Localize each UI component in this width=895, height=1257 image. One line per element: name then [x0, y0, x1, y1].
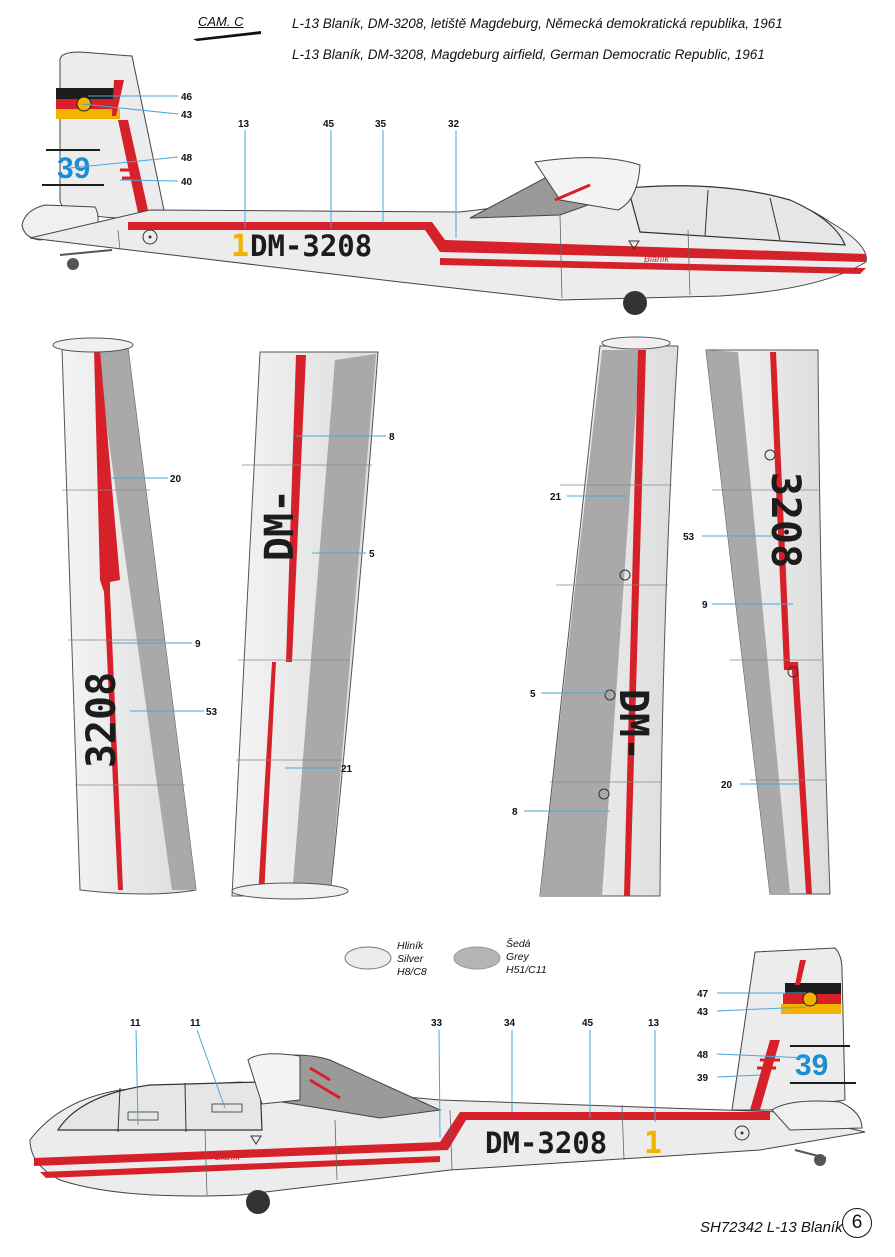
nose-logo-top: Blaník: [644, 254, 670, 264]
wing-prefix-right: DM-: [610, 689, 656, 761]
yellow-numeral-bottom: 1: [644, 1126, 662, 1161]
tailplane-bottom: [771, 1100, 863, 1131]
footer-code: SH72342 L-13 Blaník: [700, 1219, 843, 1236]
callout-39: 39: [697, 1073, 709, 1084]
callout-53-right: 53: [683, 532, 695, 543]
yellow-numeral-top: 1: [231, 229, 249, 264]
registration-top: DM-3208: [250, 229, 372, 263]
callout-5-right: 5: [530, 689, 536, 700]
wing-number-left: 3208: [79, 672, 125, 768]
legend-silver-cz: Hliník: [397, 940, 424, 952]
tail-fin-bottom: [731, 947, 846, 1111]
callout-5-left: 5: [369, 549, 375, 560]
legend-silver-en: Silver: [397, 953, 424, 965]
callout-9-left: 9: [195, 639, 201, 650]
callout-33: 33: [431, 1018, 443, 1029]
registration-bottom: DM-3208: [485, 1126, 607, 1160]
wing-number-right: 3208: [762, 472, 808, 568]
gdr-flag-fin-bottom: [781, 983, 841, 1014]
tail-fin-top: [59, 51, 166, 219]
callout-11-b: 11: [190, 1018, 201, 1029]
callout-21-right: 21: [550, 492, 562, 503]
nose-logo-bottom: Blaník: [215, 1152, 241, 1162]
callout-13-bottom: 13: [648, 1018, 660, 1029]
title-english: L-13 Blaník, DM-3208, Magdeburg airfield…: [292, 47, 765, 62]
callout-48: 48: [181, 153, 193, 164]
callout-35: 35: [375, 119, 387, 130]
callout-9-right: 9: [702, 600, 708, 611]
gdr-flag-fin-top: [56, 88, 120, 119]
callout-11-a: 11: [130, 1018, 141, 1029]
callout-labels: 46 43 48 40 13 45 35 32 20 9 53 8 5 21 2…: [130, 92, 733, 1084]
callout-40: 40: [181, 177, 193, 188]
legend-grey: Šedá Grey H51/C11: [506, 938, 547, 977]
title-czech: L-13 Blaník, DM-3208, letiště Magdeburg,…: [292, 16, 783, 31]
fin-number-bottom: 39: [795, 1049, 828, 1082]
callout-43-bottom: 43: [697, 1007, 709, 1018]
callout-43: 43: [181, 110, 193, 121]
callout-8-left: 8: [389, 432, 395, 443]
wing-right-lower: 3208: [705, 349, 831, 895]
wing-right-upper: DM-: [231, 351, 379, 900]
wing-left-upper: 3208: [52, 337, 197, 895]
callout-48-bottom: 48: [697, 1050, 709, 1061]
callout-45-bottom: 45: [582, 1018, 594, 1029]
callout-20-left: 20: [170, 474, 182, 485]
callout-13: 13: [238, 119, 250, 130]
callout-46: 46: [181, 92, 193, 103]
legend-swatch-grey: [453, 946, 501, 970]
canopy-top: [627, 185, 846, 246]
canopy-bottom: [56, 1081, 263, 1131]
camouflage-label: CAM. C: [198, 14, 244, 29]
wing-left-lower: DM-: [539, 336, 679, 897]
callout-32: 32: [448, 119, 460, 130]
callouts: [69, 95, 809, 1139]
fin-number-top: 39: [57, 152, 90, 185]
side-view-bottom: Blaník DM-3208 1 39: [29, 947, 866, 1214]
page-number: 6: [842, 1208, 872, 1238]
legend-silver: Hliník Silver H8/C8: [397, 940, 427, 979]
legend-grey-codes: H51/C11: [506, 964, 547, 976]
callout-21-left: 21: [341, 764, 353, 775]
side-view-top: Blaník 1 DM-3208 39: [21, 51, 867, 315]
legend-grey-cz: Šedá: [506, 938, 531, 950]
callout-20-right: 20: [721, 780, 733, 791]
legend-grey-en: Grey: [506, 951, 529, 963]
callout-47: 47: [697, 989, 709, 1000]
callout-53-left: 53: [206, 707, 218, 718]
legend-swatch-silver: [344, 946, 392, 970]
legend-silver-codes: H8/C8: [397, 966, 427, 978]
callout-34: 34: [504, 1018, 516, 1029]
callout-45: 45: [323, 119, 335, 130]
header-swoosh-icon: [193, 31, 261, 41]
wing-prefix-left: DM-: [257, 489, 303, 561]
callout-8-right: 8: [512, 807, 518, 818]
